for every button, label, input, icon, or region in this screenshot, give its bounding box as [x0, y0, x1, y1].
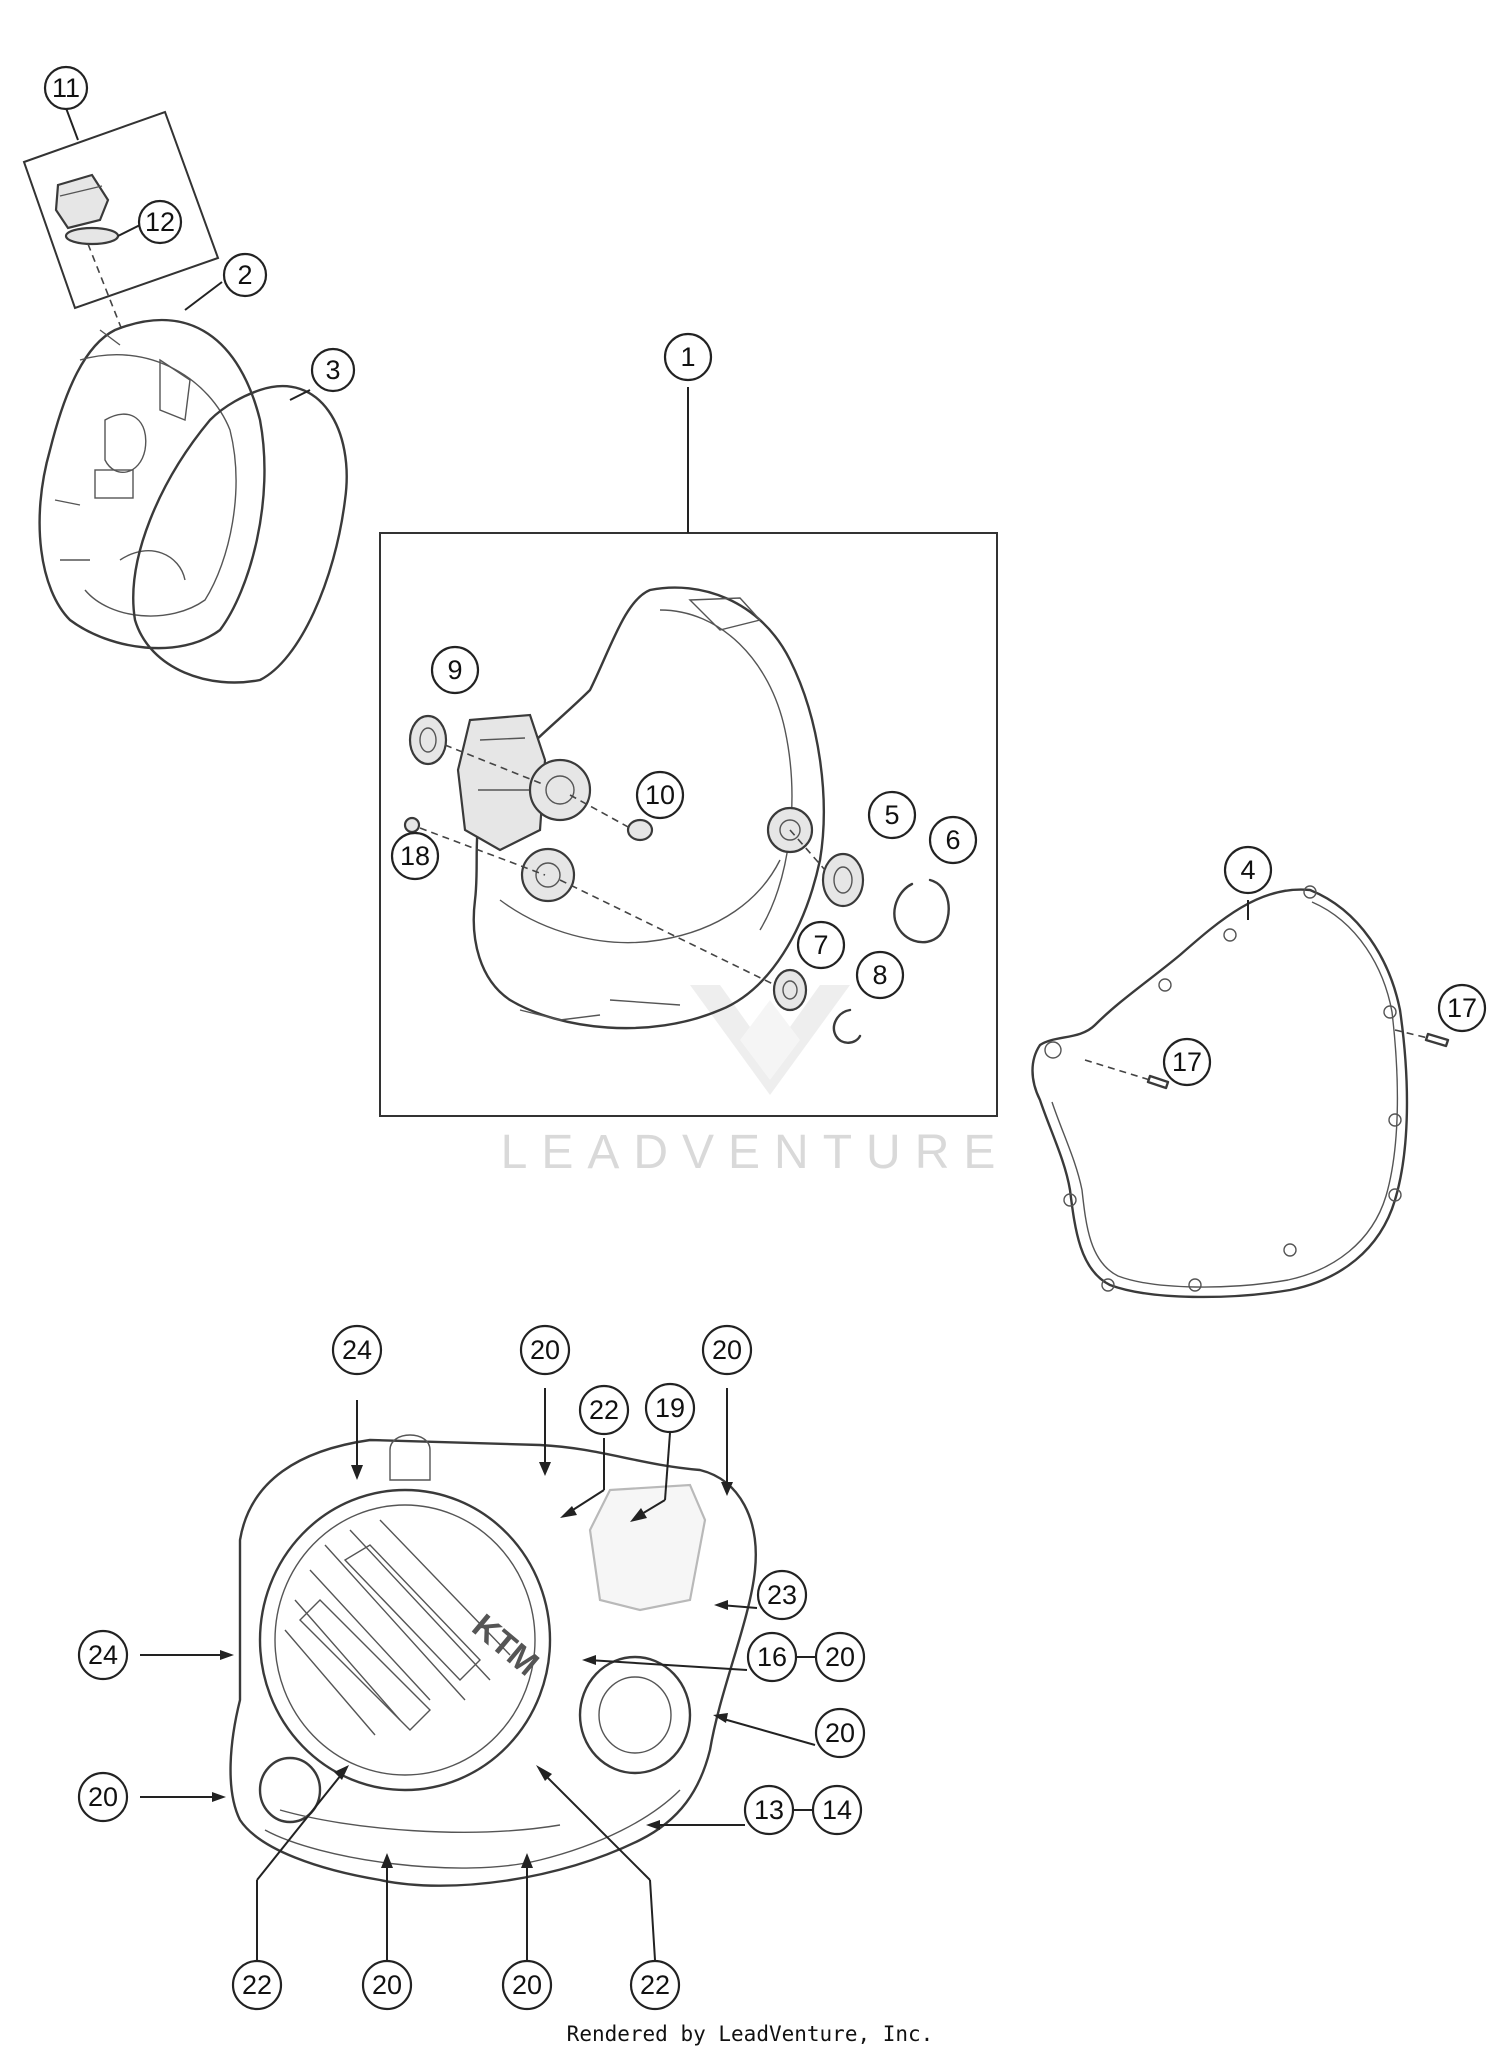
- plug-kit-frame: [22, 107, 220, 310]
- clutch-cover-part: KTM: [229, 1434, 757, 1887]
- svg-text:20: 20: [825, 1718, 855, 1748]
- callout-13: 13: [743, 1784, 795, 1836]
- dowel-pin-17-left: [1084, 1059, 1170, 1090]
- callout-17-right: 17: [1437, 983, 1487, 1033]
- svg-text:20: 20: [88, 1782, 118, 1812]
- svg-text:3: 3: [325, 355, 340, 385]
- watermark-text: LEADVENTURE: [501, 1126, 1010, 1179]
- callout-18: 18: [390, 831, 440, 881]
- callout-22-bottom-a: 22: [231, 1959, 283, 2011]
- svg-text:1: 1: [680, 342, 695, 372]
- circlip-6: [893, 878, 950, 944]
- callout-19: 19: [644, 1382, 696, 1434]
- svg-text:17: 17: [1447, 993, 1477, 1023]
- leader-12: [117, 224, 141, 237]
- svg-text:8: 8: [872, 960, 887, 990]
- svg-text:22: 22: [242, 1970, 272, 2000]
- callout-14: 14: [811, 1784, 863, 1836]
- axis-line-9: [444, 744, 546, 786]
- inner-cover-part: [472, 586, 825, 1030]
- svg-text:24: 24: [342, 1335, 372, 1365]
- callout-20-right-b: 20: [814, 1707, 866, 1759]
- outer-cover-gasket: [132, 384, 348, 684]
- svg-text:2: 2: [237, 260, 252, 290]
- svg-text:6: 6: [945, 825, 960, 855]
- svg-text:5: 5: [884, 800, 899, 830]
- axis-line-7: [559, 879, 776, 986]
- svg-text:20: 20: [372, 1970, 402, 2000]
- svg-text:20: 20: [825, 1642, 855, 1672]
- water-pump-housing: [456, 713, 814, 903]
- callout-7: 7: [796, 920, 846, 970]
- axis-line-5: [789, 829, 826, 871]
- callout-10: 10: [635, 770, 685, 820]
- svg-text:4: 4: [1240, 855, 1255, 885]
- callout-24-top: 24: [331, 1324, 383, 1376]
- svg-text:24: 24: [88, 1640, 118, 1670]
- callout-20-bottom-a: 20: [361, 1959, 413, 2011]
- callout-22-bottom-b: 22: [629, 1959, 681, 2011]
- svg-text:23: 23: [767, 1580, 797, 1610]
- svg-text:20: 20: [712, 1335, 742, 1365]
- circlip-8: [832, 1008, 862, 1044]
- callout-6: 6: [928, 815, 978, 865]
- plug-screw-18: [403, 816, 421, 834]
- callout-20-top-b: 20: [701, 1324, 753, 1376]
- svg-text:18: 18: [400, 841, 430, 871]
- callout-9: 9: [430, 645, 480, 695]
- svg-text:19: 19: [655, 1393, 685, 1423]
- svg-text:11: 11: [52, 73, 80, 103]
- svg-text:22: 22: [640, 1970, 670, 2000]
- callout-4: 4: [1223, 845, 1273, 895]
- callout-11: 11: [43, 65, 89, 111]
- axis-line-18: [419, 827, 546, 876]
- svg-text:13: 13: [754, 1795, 784, 1825]
- svg-text:22: 22: [589, 1395, 619, 1425]
- svg-text:10: 10: [645, 780, 675, 810]
- callout-20-right-a: 20: [814, 1631, 866, 1683]
- callout-22-top: 22: [578, 1384, 630, 1436]
- callout-1: 1: [663, 332, 713, 382]
- svg-text:9: 9: [447, 655, 462, 685]
- callout-20-left: 20: [77, 1771, 129, 1823]
- svg-text:20: 20: [512, 1970, 542, 2000]
- shaft-seal-9: [408, 714, 448, 766]
- bushing-10: [626, 818, 654, 842]
- plug-axis-line: [87, 243, 123, 331]
- callout-20-top-a: 20: [519, 1324, 571, 1376]
- dowel-pin-17-right: [1394, 1029, 1450, 1048]
- callout-23: 23: [756, 1569, 808, 1621]
- outer-cover-part: [38, 318, 266, 650]
- callout-5: 5: [867, 790, 917, 840]
- svg-text:7: 7: [813, 930, 828, 960]
- footer-credit: Rendered by LeadVenture, Inc.: [566, 2022, 934, 2046]
- callout-16: 16: [746, 1631, 798, 1683]
- assembly-frame: [379, 387, 998, 1117]
- bottom-leaders: [140, 1388, 816, 1961]
- callout-2: 2: [222, 252, 268, 298]
- seal-ring-7: [772, 968, 808, 1012]
- seal-ring-5: [821, 852, 865, 908]
- callout-8: 8: [855, 950, 905, 1000]
- callout-20-bottom-b: 20: [501, 1959, 553, 2011]
- svg-text:17: 17: [1172, 1047, 1202, 1077]
- callout-24-left: 24: [77, 1629, 129, 1681]
- leader-2: [184, 281, 223, 311]
- svg-text:12: 12: [145, 207, 175, 237]
- svg-text:16: 16: [757, 1642, 787, 1672]
- inner-cover-gasket: [1031, 885, 1409, 1299]
- watermark-logo: [690, 985, 850, 1095]
- svg-text:14: 14: [822, 1795, 852, 1825]
- callout-3: 3: [310, 347, 356, 393]
- oil-filler-plug: [54, 173, 120, 246]
- leader-3: [289, 389, 311, 401]
- svg-text:20: 20: [530, 1335, 560, 1365]
- callout-12: 12: [137, 199, 183, 245]
- callout-17-left: 17: [1162, 1037, 1212, 1087]
